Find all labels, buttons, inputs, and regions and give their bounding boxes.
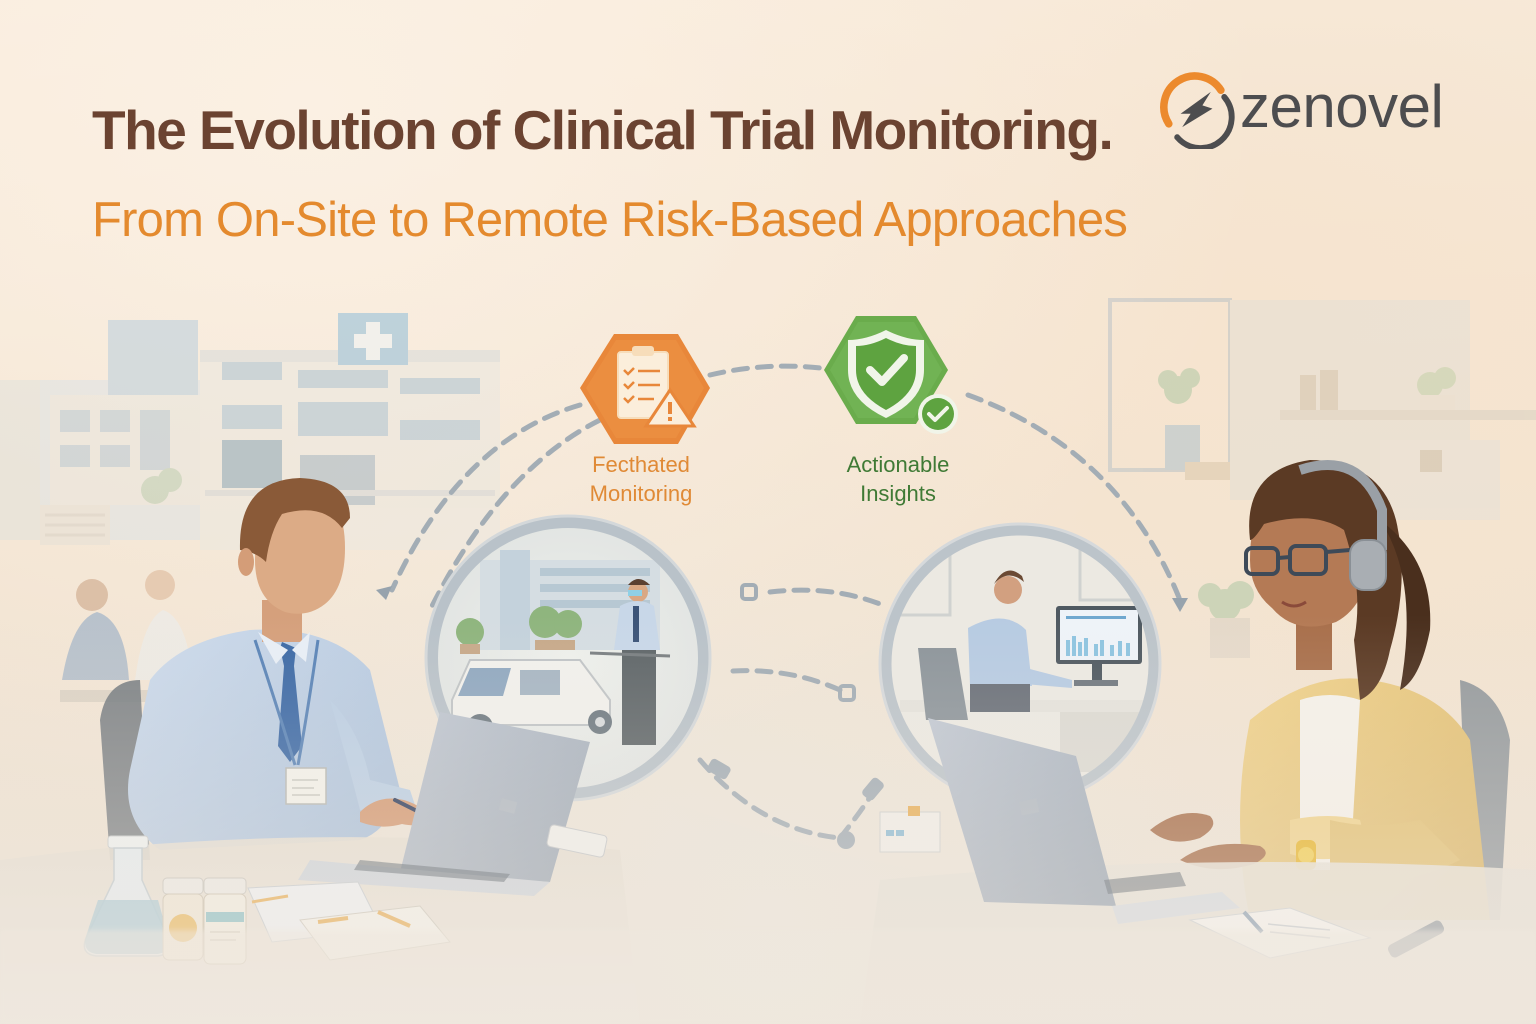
desk-papers-small [879, 806, 941, 853]
remote-monitor-person [1150, 460, 1510, 920]
badge-label-line2: Monitoring [589, 481, 693, 506]
badge-label-insights: Actionable Insights [818, 450, 978, 508]
badge-shield-check [824, 316, 958, 434]
badge-clipboard-warning [580, 334, 710, 444]
badge-label-line1: Actionable [846, 452, 950, 477]
shield-check-icon [848, 330, 924, 418]
swirl-e-logo-icon [1160, 72, 1235, 149]
badge-label-monitoring: Fecthated Monitoring [556, 450, 726, 508]
page-subtitle: From On-Site to Remote Risk-Based Approa… [92, 193, 1128, 247]
page-title: The Evolution of Clinical Trial Monitori… [92, 99, 1114, 161]
badge-label-line1: Fecthated [592, 452, 690, 477]
brand-logo: zenovel [1152, 52, 1482, 162]
badge-label-line2: Insights [860, 481, 936, 506]
check-circle-icon [918, 394, 958, 434]
clipboard-warning-icon [617, 346, 697, 428]
brand-name: zenovel [1240, 73, 1444, 140]
